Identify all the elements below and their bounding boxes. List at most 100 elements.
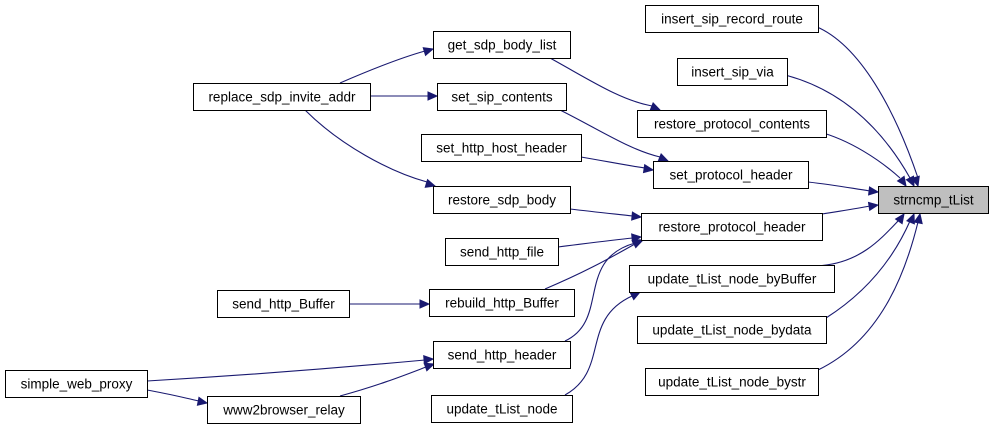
node-box[interactable] xyxy=(433,31,571,59)
edge-send_http_Buffer-to-rebuild_http_Buffer xyxy=(349,299,431,309)
node-send_http_file[interactable]: send_http_file xyxy=(445,238,559,266)
edge-update_tList_node_bystr-to-strncmp_tList xyxy=(817,212,923,371)
node-simple_web_proxy[interactable]: simple_web_proxy xyxy=(5,370,148,398)
node-box[interactable] xyxy=(641,213,823,241)
edge-simple_web_proxy-to-www2browser_relay xyxy=(146,389,209,406)
node-send_http_header[interactable]: send_http_header xyxy=(433,341,571,369)
edge-line xyxy=(339,50,426,84)
node-box[interactable] xyxy=(217,290,350,318)
edge-line xyxy=(549,57,653,107)
edge-line xyxy=(339,366,427,397)
edge-insert_sip_record_route-to-strncmp_tList xyxy=(815,25,920,188)
node-update_tList_node[interactable]: update_tList_node xyxy=(431,395,573,423)
edge-replace_sdp_invite_addr-to-set_sip_contents xyxy=(370,91,439,101)
edge-line xyxy=(569,208,634,217)
node-update_tList_node_bystr[interactable]: update_tList_node_bystr xyxy=(645,368,819,396)
edge-set_http_host_header-to-set_protocol_header xyxy=(580,156,655,174)
node-label: get_sdp_body_list xyxy=(448,38,557,53)
edge-restore_protocol_header-to-strncmp_tList xyxy=(821,201,880,215)
node-label: restore_sdp_body xyxy=(448,193,556,208)
node-restore_sdp_body[interactable]: restore_sdp_body xyxy=(433,186,571,214)
node-box[interactable] xyxy=(437,83,567,111)
edge-replace_sdp_invite_addr-to-get_sdp_body_list xyxy=(339,47,435,84)
node-strncmp_tList[interactable]: strncmp_tList xyxy=(878,186,989,214)
node-label: set_sip_contents xyxy=(451,90,553,105)
arrowhead-icon xyxy=(867,201,880,212)
edge-update_tList_node-to-update_tList_node_byBuffer xyxy=(564,291,642,396)
node-box[interactable] xyxy=(433,341,571,369)
edge-line xyxy=(817,130,901,179)
node-label: simple_web_proxy xyxy=(21,377,133,392)
node-box[interactable] xyxy=(677,58,788,86)
node-get_sdp_body_list[interactable]: get_sdp_body_list xyxy=(433,31,571,59)
node-box[interactable] xyxy=(645,5,819,33)
arrowhead-icon xyxy=(424,178,437,188)
node-www2browser_relay[interactable]: www2browser_relay xyxy=(207,396,361,424)
node-send_http_Buffer[interactable]: send_http_Buffer xyxy=(217,290,350,318)
node-box[interactable] xyxy=(429,289,575,317)
node-label: update_tList_node_byBuffer xyxy=(648,272,817,287)
edge-www2browser_relay-to-send_http_header xyxy=(339,362,436,397)
arrowhead-icon xyxy=(894,212,905,225)
edge-update_tList_node_byBuffer-to-strncmp_tList xyxy=(821,212,905,267)
edge-restore_sdp_body-to-restore_protocol_header xyxy=(569,208,643,221)
edge-line xyxy=(786,74,911,179)
arrowhead-icon xyxy=(906,212,915,225)
node-update_tList_node_byBuffer[interactable]: update_tList_node_byBuffer xyxy=(629,265,835,293)
edge-insert_sip_via-to-strncmp_tList xyxy=(786,74,915,188)
arrowhead-icon xyxy=(196,396,209,406)
arrowhead-icon xyxy=(649,102,662,111)
edge-line xyxy=(580,156,646,169)
node-set_http_host_header[interactable]: set_http_host_header xyxy=(421,134,582,162)
edge-line xyxy=(544,243,636,290)
node-box[interactable] xyxy=(629,265,835,293)
node-label: insert_sip_record_route xyxy=(661,12,803,27)
arrowhead-icon xyxy=(423,362,436,372)
node-box[interactable] xyxy=(637,316,827,344)
node-box[interactable] xyxy=(431,395,573,423)
node-restore_protocol_contents[interactable]: restore_protocol_contents xyxy=(637,110,827,138)
arrowhead-icon xyxy=(905,175,915,188)
edge-line xyxy=(146,389,200,402)
node-box[interactable] xyxy=(421,134,582,162)
root-node-box[interactable] xyxy=(878,186,989,214)
edge-simple_web_proxy-to-send_http_header xyxy=(146,355,435,382)
node-label: insert_sip_via xyxy=(691,65,774,80)
node-box[interactable] xyxy=(5,370,148,398)
node-update_tList_node_bydata[interactable]: update_tList_node_bydata xyxy=(637,316,827,344)
edge-restore_protocol_contents-to-strncmp_tList xyxy=(817,130,907,188)
node-box[interactable] xyxy=(445,238,559,266)
node-set_protocol_header[interactable]: set_protocol_header xyxy=(653,161,809,189)
arrowhead-icon xyxy=(657,153,670,162)
edge-line xyxy=(564,295,633,396)
node-box[interactable] xyxy=(433,186,571,214)
node-box[interactable] xyxy=(193,83,371,111)
node-box[interactable] xyxy=(653,161,809,189)
nodes-layer: strncmp_tList insert_sip_record_routeinse… xyxy=(5,5,989,424)
node-label: send_http_Buffer xyxy=(232,297,335,312)
edge-line xyxy=(564,242,636,342)
node-set_sip_contents[interactable]: set_sip_contents xyxy=(437,83,567,111)
node-label: rebuild_http_Buffer xyxy=(445,296,559,311)
edge-line xyxy=(304,109,428,183)
arrowhead-icon xyxy=(896,175,907,188)
edge-line xyxy=(807,181,871,192)
node-replace_sdp_invite_addr[interactable]: replace_sdp_invite_addr xyxy=(193,83,371,111)
arrowhead-icon xyxy=(423,355,435,365)
edge-line xyxy=(825,220,911,319)
arrowhead-icon xyxy=(422,47,435,57)
edge-line xyxy=(815,25,919,179)
node-rebuild_http_Buffer[interactable]: rebuild_http_Buffer xyxy=(429,289,575,317)
node-box[interactable] xyxy=(637,110,827,138)
node-label: send_http_file xyxy=(460,245,544,260)
node-insert_sip_via[interactable]: insert_sip_via xyxy=(677,58,788,86)
node-label: update_tList_node_bystr xyxy=(658,375,806,390)
edge-get_sdp_body_list-to-restore_protocol_contents xyxy=(549,57,662,111)
node-insert_sip_record_route[interactable]: insert_sip_record_route xyxy=(645,5,819,33)
node-restore_protocol_header[interactable]: restore_protocol_header xyxy=(641,213,823,241)
node-label: restore_protocol_header xyxy=(658,220,806,235)
node-box[interactable] xyxy=(645,368,819,396)
edge-line xyxy=(146,359,426,382)
node-box[interactable] xyxy=(207,396,361,424)
edge-replace_sdp_invite_addr-to-restore_sdp_body xyxy=(304,109,437,188)
